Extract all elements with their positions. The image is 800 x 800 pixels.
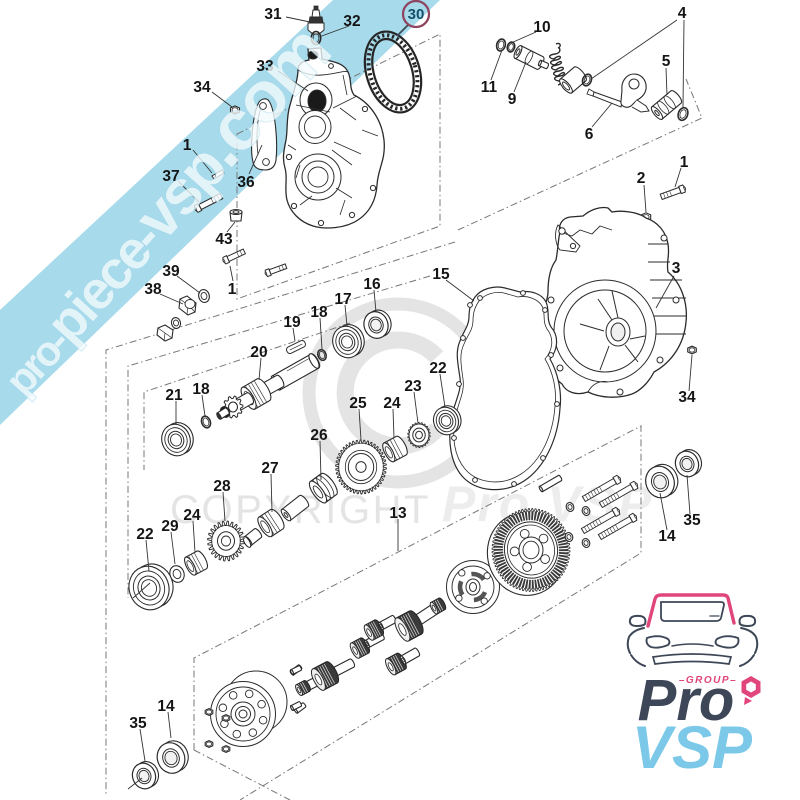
svg-text:17: 17 — [334, 291, 351, 308]
svg-text:21: 21 — [165, 387, 183, 404]
svg-text:43: 43 — [215, 231, 233, 248]
svg-text:1: 1 — [228, 281, 237, 298]
svg-text:–GROUP–: –GROUP– — [679, 675, 737, 686]
svg-text:27: 27 — [261, 460, 278, 477]
svg-text:35: 35 — [683, 512, 701, 529]
svg-text:14: 14 — [157, 698, 175, 715]
svg-text:Pro: Pro — [638, 668, 735, 733]
svg-text:36: 36 — [237, 174, 255, 191]
svg-text:38: 38 — [144, 281, 162, 298]
svg-text:24: 24 — [183, 507, 201, 524]
svg-text:5: 5 — [662, 53, 671, 70]
svg-text:35: 35 — [129, 715, 147, 732]
svg-text:29: 29 — [161, 518, 179, 535]
svg-text:15: 15 — [432, 266, 450, 283]
svg-text:37: 37 — [162, 168, 179, 185]
svg-text:VSP: VSP — [632, 714, 753, 781]
svg-text:22: 22 — [429, 360, 446, 377]
svg-text:34: 34 — [678, 389, 696, 406]
svg-text:1: 1 — [680, 154, 689, 171]
svg-text:14: 14 — [658, 528, 676, 545]
svg-text:1: 1 — [183, 137, 192, 154]
svg-text:16: 16 — [363, 276, 381, 293]
svg-text:10: 10 — [533, 19, 550, 36]
svg-text:19: 19 — [283, 314, 301, 331]
svg-text:28: 28 — [213, 478, 231, 495]
svg-text:31: 31 — [264, 6, 282, 23]
svg-text:9: 9 — [508, 91, 517, 108]
svg-text:34: 34 — [193, 79, 211, 96]
svg-text:39: 39 — [162, 263, 180, 280]
svg-text:18: 18 — [310, 304, 328, 321]
svg-text:25: 25 — [349, 395, 367, 412]
svg-text:13: 13 — [389, 505, 407, 522]
svg-text:2: 2 — [637, 170, 646, 187]
svg-text:20: 20 — [250, 344, 267, 361]
svg-text:3: 3 — [672, 260, 681, 277]
svg-text:11: 11 — [481, 79, 498, 96]
svg-text:6: 6 — [585, 126, 594, 143]
svg-text:33: 33 — [256, 58, 274, 75]
svg-text:4: 4 — [678, 5, 687, 22]
svg-text:30: 30 — [408, 6, 425, 23]
svg-text:23: 23 — [404, 378, 422, 395]
svg-text:26: 26 — [310, 427, 328, 444]
svg-text:22: 22 — [136, 526, 153, 543]
svg-text:24: 24 — [383, 395, 401, 412]
svg-text:18: 18 — [192, 381, 210, 398]
svg-text:32: 32 — [343, 13, 360, 30]
